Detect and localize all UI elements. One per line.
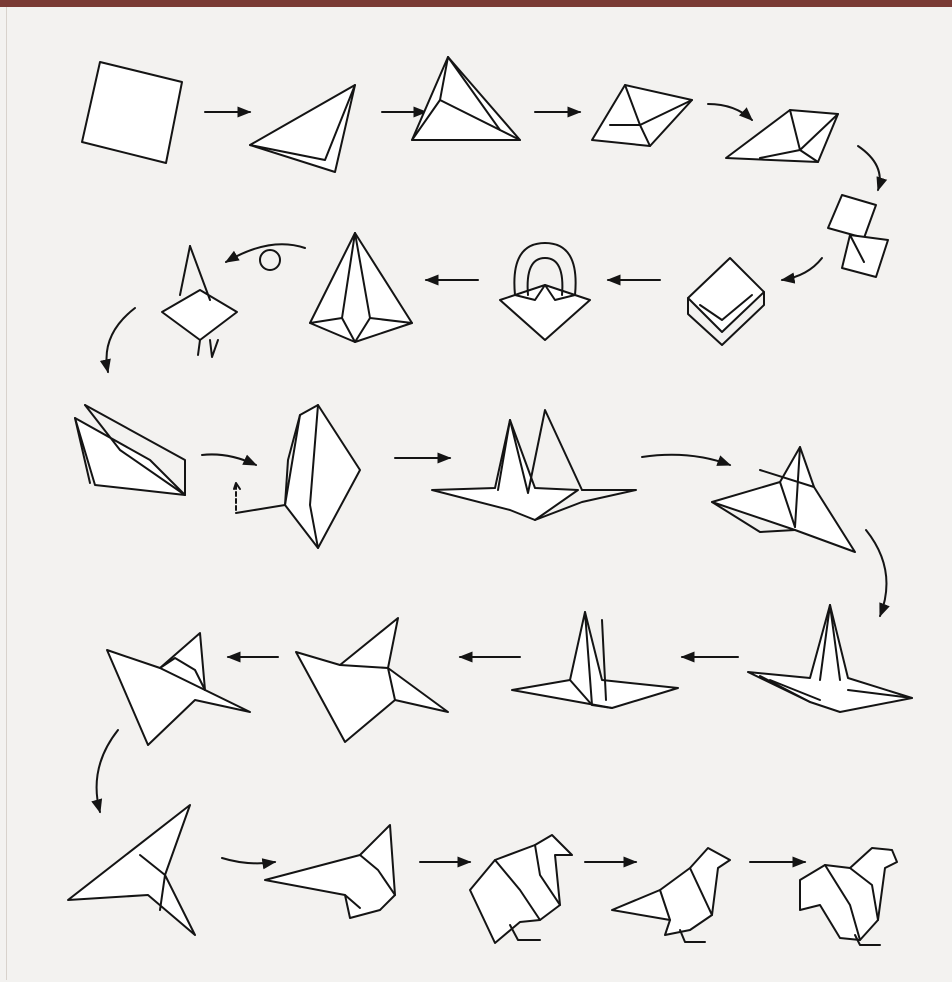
step-4-preliminary [592, 85, 692, 146]
step-17-body-turned [296, 618, 448, 742]
arrow-5 [858, 146, 880, 190]
step-12-reverse-fold [234, 405, 360, 548]
step-18-head-fold [107, 633, 250, 745]
step-21-bird [470, 835, 572, 943]
step-6-double-square [828, 195, 888, 277]
arrow-10 [107, 308, 135, 372]
arrow-14 [866, 530, 886, 616]
step-19-long-body [68, 805, 195, 935]
arrow-13 [642, 455, 730, 465]
arrow-18 [97, 730, 118, 812]
arrow-11 [202, 454, 256, 465]
arrow-6 [782, 258, 822, 280]
step-9-bird-base [310, 233, 412, 342]
arrow-19 [222, 858, 275, 863]
step-23-finished-bird [800, 848, 897, 945]
arrow-9-with-circle [226, 244, 305, 270]
step-1-square [82, 62, 182, 163]
step-11-kite [75, 405, 185, 495]
step-7-open-square [688, 258, 764, 345]
step-5-folded-square [726, 110, 838, 162]
step-14-angled [712, 447, 855, 552]
step-13-wings-spread [432, 410, 636, 520]
step-20-crane-shape [265, 825, 395, 918]
step-2-triangle [250, 85, 355, 172]
step-15-layered [748, 605, 912, 712]
arrow-4 [708, 104, 752, 120]
step-8-petal-lift [500, 243, 590, 340]
step-16-wings-down [512, 612, 678, 708]
step-3-squash-fold [412, 57, 520, 140]
